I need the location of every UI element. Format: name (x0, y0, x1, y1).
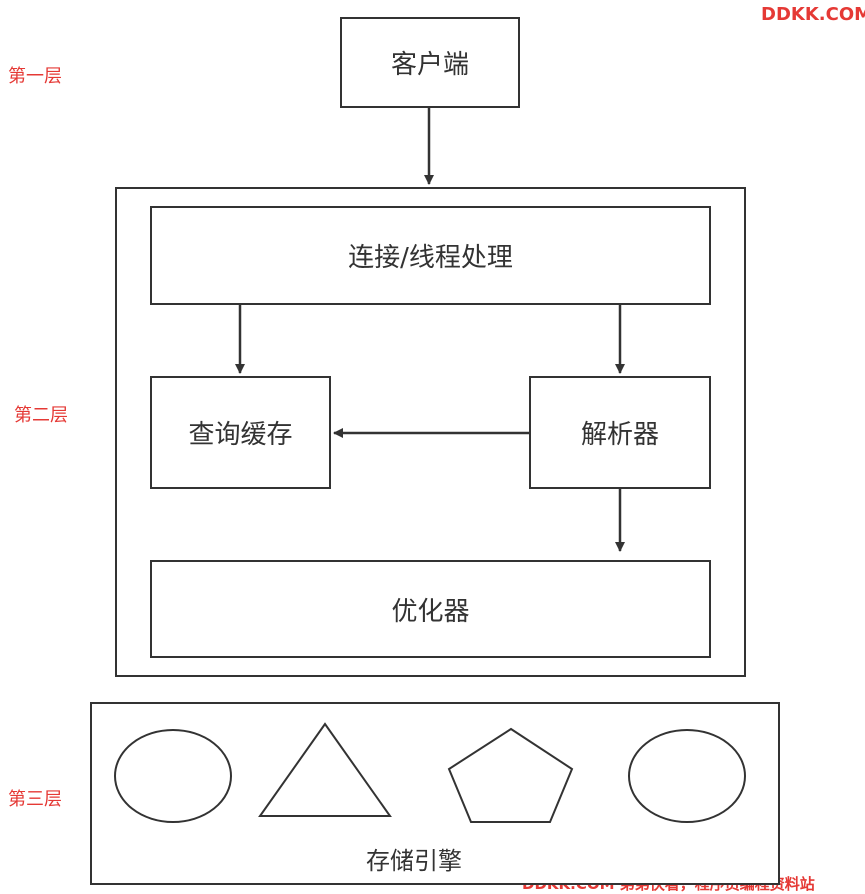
watermark-top: DDKK.COM (761, 4, 865, 25)
layer-label-first: 第一层 (8, 66, 62, 87)
storage-ellipse-left (114, 729, 232, 823)
storage-engine-label: 存储引擎 (366, 847, 462, 875)
query-cache-box: 查询缓存 (150, 376, 331, 489)
query-cache-label: 查询缓存 (188, 420, 293, 450)
optimizer-box: 优化器 (150, 560, 711, 658)
layer-label-second: 第二层 (14, 405, 68, 426)
client-box: 客户端 (340, 17, 520, 108)
storage-triangle (258, 722, 392, 817)
client-label: 客户端 (390, 50, 469, 80)
optimizer-label: 优化器 (391, 596, 470, 627)
storage-pentagon (447, 727, 574, 823)
storage-ellipse-right (628, 729, 746, 823)
parser-label: 解析器 (580, 420, 659, 450)
parser-box: 解析器 (529, 376, 711, 489)
connection-label: 连接/线程处理 (348, 243, 513, 273)
layer-label-third: 第三层 (8, 789, 62, 810)
connection-box: 连接/线程处理 (150, 206, 711, 305)
